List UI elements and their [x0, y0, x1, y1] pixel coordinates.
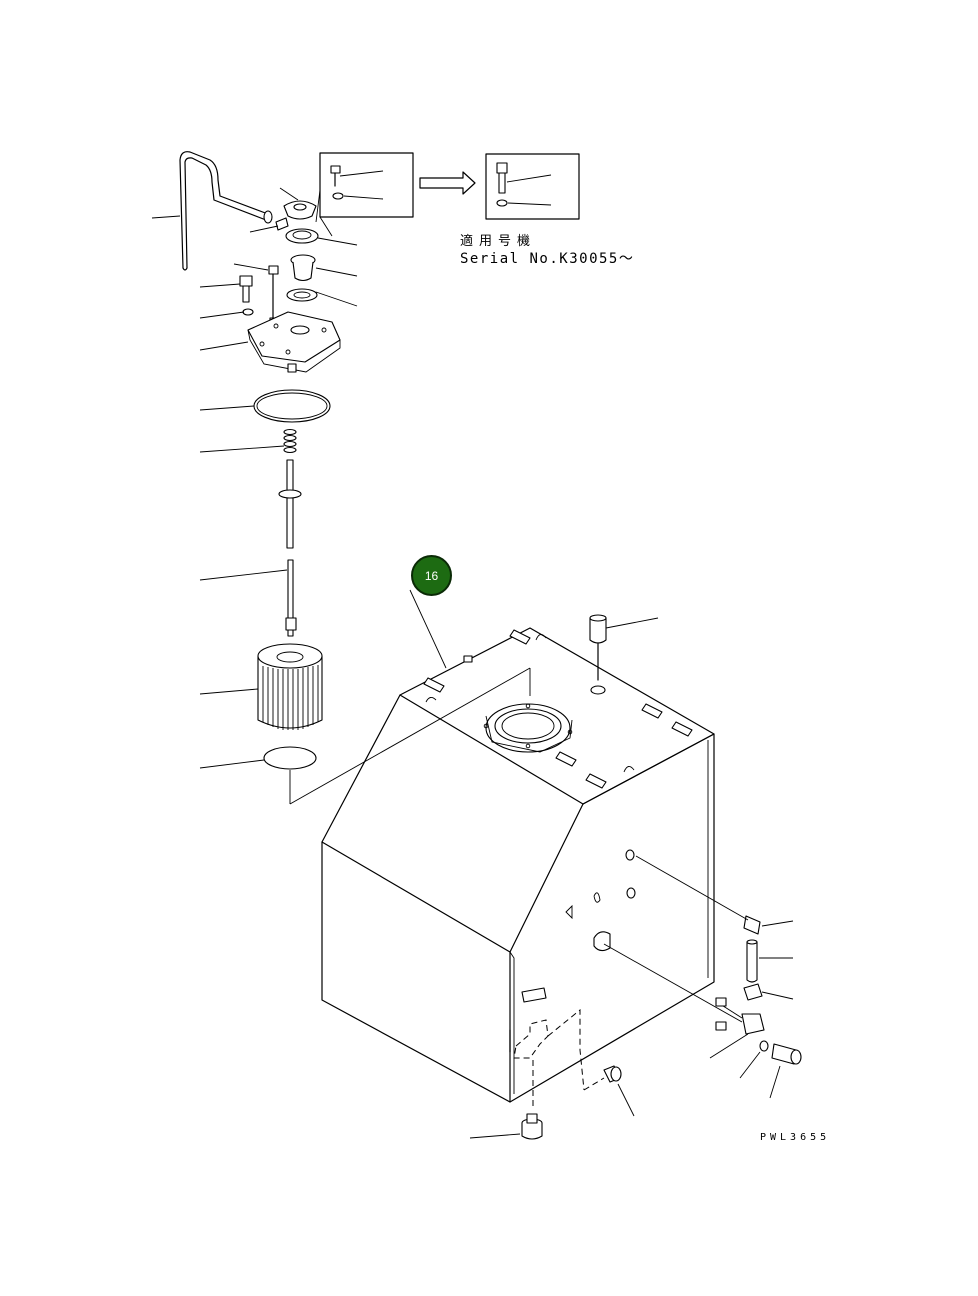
tank-cover-plate — [247, 311, 341, 373]
gasket-ring — [286, 288, 318, 302]
hydraulic-tank — [321, 627, 715, 1103]
arrow-right-icon — [419, 171, 476, 195]
nipple-fitting — [743, 983, 763, 1001]
filter-o-ring — [263, 746, 317, 770]
washer-right — [759, 1040, 769, 1052]
banjo-bolt — [771, 1043, 802, 1065]
filter-rod-lower — [285, 559, 297, 637]
inset-box-before — [315, 152, 414, 237]
drawing-number: PWL3655 — [760, 1132, 831, 1143]
elbow-fitting — [635, 855, 761, 935]
spring — [283, 428, 297, 454]
cap-flange — [285, 228, 319, 244]
level-sensor — [589, 614, 607, 681]
washer — [242, 308, 254, 316]
filter-element — [257, 643, 323, 730]
bolt-large — [239, 275, 253, 303]
hose-short — [746, 939, 758, 983]
filler-cap — [275, 200, 317, 231]
strainer-sleeve — [290, 254, 316, 282]
serial-number-label: Serial No.K30055～ — [460, 251, 635, 267]
inset-box-after — [485, 153, 580, 220]
bolt-small — [268, 265, 279, 324]
cover-o-ring — [253, 389, 331, 423]
breather-pipe — [179, 151, 273, 271]
filter-rod-upper — [278, 459, 302, 549]
temperature-sensor-harness — [603, 943, 765, 1035]
leader-lines-left — [151, 187, 358, 769]
drain-plug-side — [603, 1065, 622, 1083]
drain-bracket-dashed — [513, 1008, 605, 1110]
applicable-units-label: 適用号機 — [460, 234, 537, 249]
leader-lines-tank — [289, 589, 794, 1139]
drain-plug-bottom — [521, 1113, 543, 1140]
part-callout-16[interactable]: 16 — [411, 555, 452, 596]
part-callout-number: 16 — [424, 568, 439, 583]
